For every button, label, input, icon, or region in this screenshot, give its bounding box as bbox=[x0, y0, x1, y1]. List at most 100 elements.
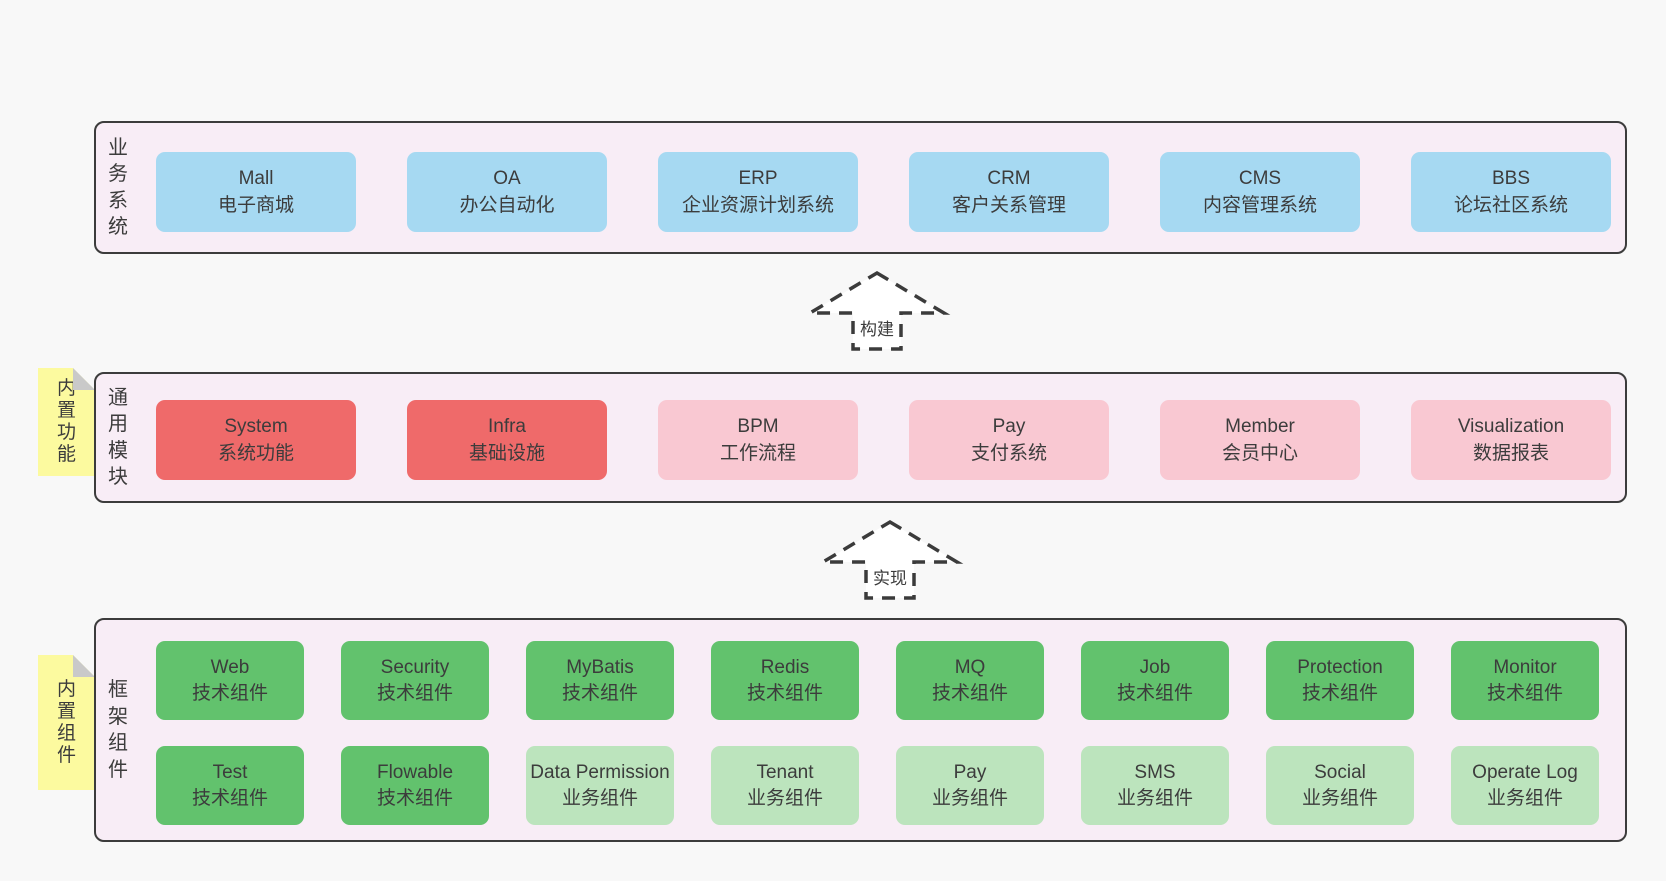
box-pay-business: Pay 业务组件 bbox=[896, 746, 1044, 825]
box-title: OA bbox=[493, 168, 521, 189]
box-title: Flowable bbox=[376, 761, 454, 783]
section-business-systems: 业务系统 Mall 电子商城 OA 办公自动化 ERP 企业资源计划系统 CRM… bbox=[94, 121, 1627, 254]
sticky-note-builtin-features: 内置功能 bbox=[38, 368, 95, 476]
box-mall: Mall 电子商城 bbox=[156, 152, 356, 232]
box-subtitle: 系统功能 bbox=[217, 443, 294, 464]
box-protection: Protection 技术组件 bbox=[1266, 641, 1414, 720]
box-test: Test 技术组件 bbox=[156, 746, 304, 825]
box-sms: SMS 业务组件 bbox=[1081, 746, 1229, 825]
sticky-note-builtin-components: 内置组件 bbox=[38, 655, 95, 790]
box-title: Monitor bbox=[1493, 656, 1557, 678]
box-flowable: Flowable 技术组件 bbox=[341, 746, 489, 825]
box-title: Security bbox=[380, 656, 450, 678]
box-title: Operate Log bbox=[1472, 761, 1578, 783]
box-subtitle: 论坛社区系统 bbox=[1453, 195, 1568, 216]
box-title: MQ bbox=[954, 656, 986, 678]
box-subtitle: 工作流程 bbox=[719, 443, 796, 464]
box-title: Pay bbox=[953, 761, 987, 783]
box-title: Infra bbox=[487, 416, 527, 437]
box-subtitle: 技术组件 bbox=[1116, 682, 1193, 704]
box-row: Web 技术组件 Security 技术组件 MyBatis 技术组件 Redi… bbox=[156, 641, 1599, 720]
box-subtitle: 业务组件 bbox=[561, 787, 638, 809]
box-title: System bbox=[224, 416, 288, 437]
box-redis: Redis 技术组件 bbox=[711, 641, 859, 720]
box-title: CRM bbox=[987, 168, 1031, 189]
box-job: Job 技术组件 bbox=[1081, 641, 1229, 720]
arrow-label: 实现 bbox=[870, 564, 910, 589]
box-title: BBS bbox=[1491, 168, 1531, 189]
box-web: Web 技术组件 bbox=[156, 641, 304, 720]
box-title: Social bbox=[1314, 761, 1366, 783]
box-row: Test 技术组件 Flowable 技术组件 Data Permission … bbox=[156, 746, 1599, 825]
box-row: System 系统功能 Infra 基础设施 BPM 工作流程 Pay 支付系统… bbox=[156, 400, 1611, 480]
arrow-up-build: 构建 bbox=[803, 270, 951, 351]
box-title: Job bbox=[1139, 656, 1171, 678]
box-visualization: Visualization 数据报表 bbox=[1411, 400, 1611, 480]
sticky-note-label: 内置组件 bbox=[56, 678, 76, 766]
box-subtitle: 技术组件 bbox=[376, 787, 453, 809]
box-mq: MQ 技术组件 bbox=[896, 641, 1044, 720]
dashed-up-arrow-icon bbox=[803, 270, 951, 351]
box-subtitle: 业务组件 bbox=[1116, 787, 1193, 809]
box-title: Pay bbox=[992, 416, 1026, 437]
box-title: Member bbox=[1225, 416, 1295, 437]
box-infra: Infra 基础设施 bbox=[407, 400, 607, 480]
box-title: Tenant bbox=[756, 761, 814, 783]
box-subtitle: 技术组件 bbox=[931, 682, 1008, 704]
box-mybatis: MyBatis 技术组件 bbox=[526, 641, 674, 720]
box-subtitle: 技术组件 bbox=[376, 682, 453, 704]
box-title: CMS bbox=[1238, 168, 1282, 189]
box-security: Security 技术组件 bbox=[341, 641, 489, 720]
box-title: Redis bbox=[760, 656, 810, 678]
box-member: Member 会员中心 bbox=[1160, 400, 1360, 480]
box-subtitle: 业务组件 bbox=[931, 787, 1008, 809]
box-subtitle: 会员中心 bbox=[1221, 443, 1298, 464]
box-subtitle: 技术组件 bbox=[1301, 682, 1378, 704]
section-framework-components: 框架组件 Web 技术组件 Security 技术组件 MyBatis 技术组件… bbox=[94, 618, 1627, 842]
box-subtitle: 办公自动化 bbox=[459, 195, 555, 216]
box-subtitle: 内容管理系统 bbox=[1202, 195, 1317, 216]
box-monitor: Monitor 技术组件 bbox=[1451, 641, 1599, 720]
arrow-label: 构建 bbox=[857, 315, 897, 340]
box-cms: CMS 内容管理系统 bbox=[1160, 152, 1360, 232]
box-subtitle: 企业资源计划系统 bbox=[681, 195, 834, 216]
box-subtitle: 技术组件 bbox=[746, 682, 823, 704]
box-social: Social 业务组件 bbox=[1266, 746, 1414, 825]
box-title: Protection bbox=[1297, 656, 1383, 678]
box-subtitle: 业务组件 bbox=[1486, 787, 1563, 809]
box-title: Visualization bbox=[1457, 416, 1565, 437]
box-title: MyBatis bbox=[566, 656, 634, 678]
box-title: ERP bbox=[738, 168, 778, 189]
box-subtitle: 技术组件 bbox=[561, 682, 638, 704]
section-common-modules: 通用模块 System 系统功能 Infra 基础设施 BPM 工作流程 Pay… bbox=[94, 372, 1627, 503]
box-subtitle: 技术组件 bbox=[1486, 682, 1563, 704]
box-subtitle: 电子商城 bbox=[217, 195, 294, 216]
box-subtitle: 支付系统 bbox=[970, 443, 1047, 464]
box-bbs: BBS 论坛社区系统 bbox=[1411, 152, 1611, 232]
box-title: Test bbox=[212, 761, 248, 783]
box-row: Mall 电子商城 OA 办公自动化 ERP 企业资源计划系统 CRM 客户关系… bbox=[156, 152, 1611, 232]
box-data-permission: Data Permission 业务组件 bbox=[526, 746, 674, 825]
box-pay: Pay 支付系统 bbox=[909, 400, 1109, 480]
section-label: 通用模块 bbox=[108, 386, 128, 489]
box-subtitle: 数据报表 bbox=[1472, 443, 1549, 464]
box-subtitle: 客户关系管理 bbox=[951, 195, 1066, 216]
box-subtitle: 技术组件 bbox=[191, 682, 268, 704]
box-crm: CRM 客户关系管理 bbox=[909, 152, 1109, 232]
box-title: BPM bbox=[737, 416, 779, 437]
box-title: Data Permission bbox=[530, 761, 670, 783]
arrow-up-implement: 实现 bbox=[816, 519, 964, 600]
section-label: 框架组件 bbox=[108, 679, 128, 781]
box-title: Web bbox=[210, 656, 250, 678]
box-subtitle: 业务组件 bbox=[746, 787, 823, 809]
box-title: SMS bbox=[1134, 761, 1176, 783]
box-system: System 系统功能 bbox=[156, 400, 356, 480]
section-label: 业务系统 bbox=[108, 136, 128, 239]
box-erp: ERP 企业资源计划系统 bbox=[658, 152, 858, 232]
box-subtitle: 基础设施 bbox=[468, 443, 545, 464]
box-tenant: Tenant 业务组件 bbox=[711, 746, 859, 825]
box-operate-log: Operate Log 业务组件 bbox=[1451, 746, 1599, 825]
box-subtitle: 技术组件 bbox=[191, 787, 268, 809]
sticky-note-label: 内置功能 bbox=[56, 378, 76, 465]
